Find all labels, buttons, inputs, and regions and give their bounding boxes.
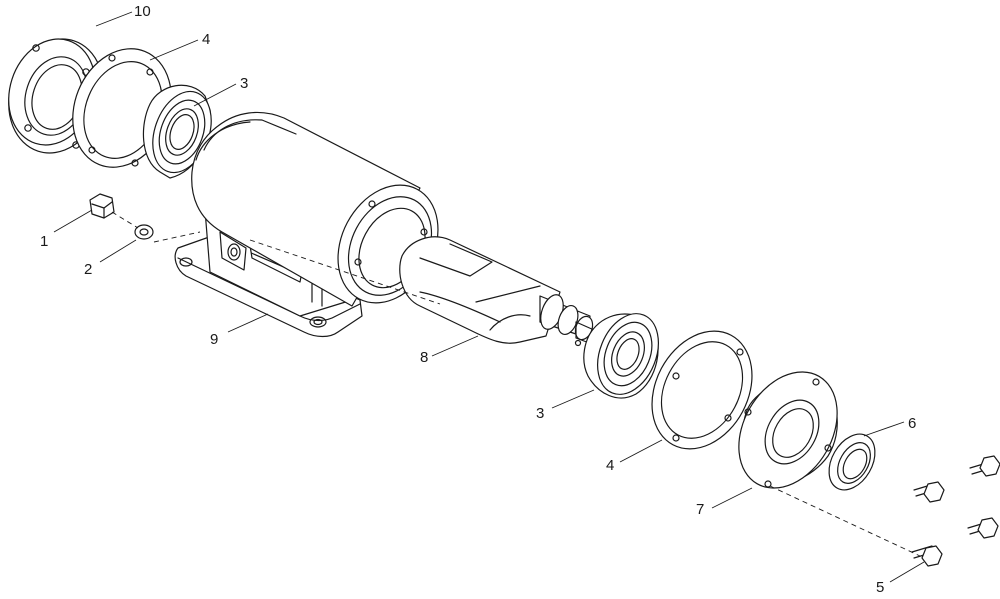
bolt-1 — [969, 455, 1000, 477]
part-4-gasket-bottom — [651, 330, 753, 450]
callout-3-bottom: 3 — [536, 405, 544, 422]
leader-lines — [53, 11, 925, 583]
callout-10: 10 — [134, 3, 151, 20]
part-7-flange-cover — [738, 371, 838, 489]
callout-8: 8 — [420, 349, 428, 366]
bolt-4 — [911, 545, 943, 567]
part-1-hex-nut — [89, 193, 115, 219]
part-8-shaft — [399, 236, 595, 347]
callout-6: 6 — [908, 415, 916, 432]
bolt-2 — [913, 481, 945, 503]
part-3-bearing-bottom — [583, 313, 659, 399]
part-6-seal — [828, 433, 876, 491]
part-2-washer — [134, 224, 154, 240]
callout-1: 1 — [40, 233, 48, 250]
callout-labels: 10 4 3 1 2 9 8 3 4 7 6 5 — [40, 3, 916, 596]
callout-2: 2 — [84, 261, 92, 278]
callout-5: 5 — [876, 579, 884, 596]
callout-4-top: 4 — [202, 31, 210, 48]
bolt-3 — [967, 517, 999, 539]
part-5-bolts — [911, 455, 1000, 567]
callout-9: 9 — [210, 331, 218, 348]
part-3-bearing-top — [142, 84, 212, 179]
callout-7: 7 — [696, 501, 704, 518]
callout-3-top: 3 — [240, 75, 248, 92]
assembly-lines — [111, 211, 921, 557]
callout-4-bottom: 4 — [606, 457, 614, 474]
